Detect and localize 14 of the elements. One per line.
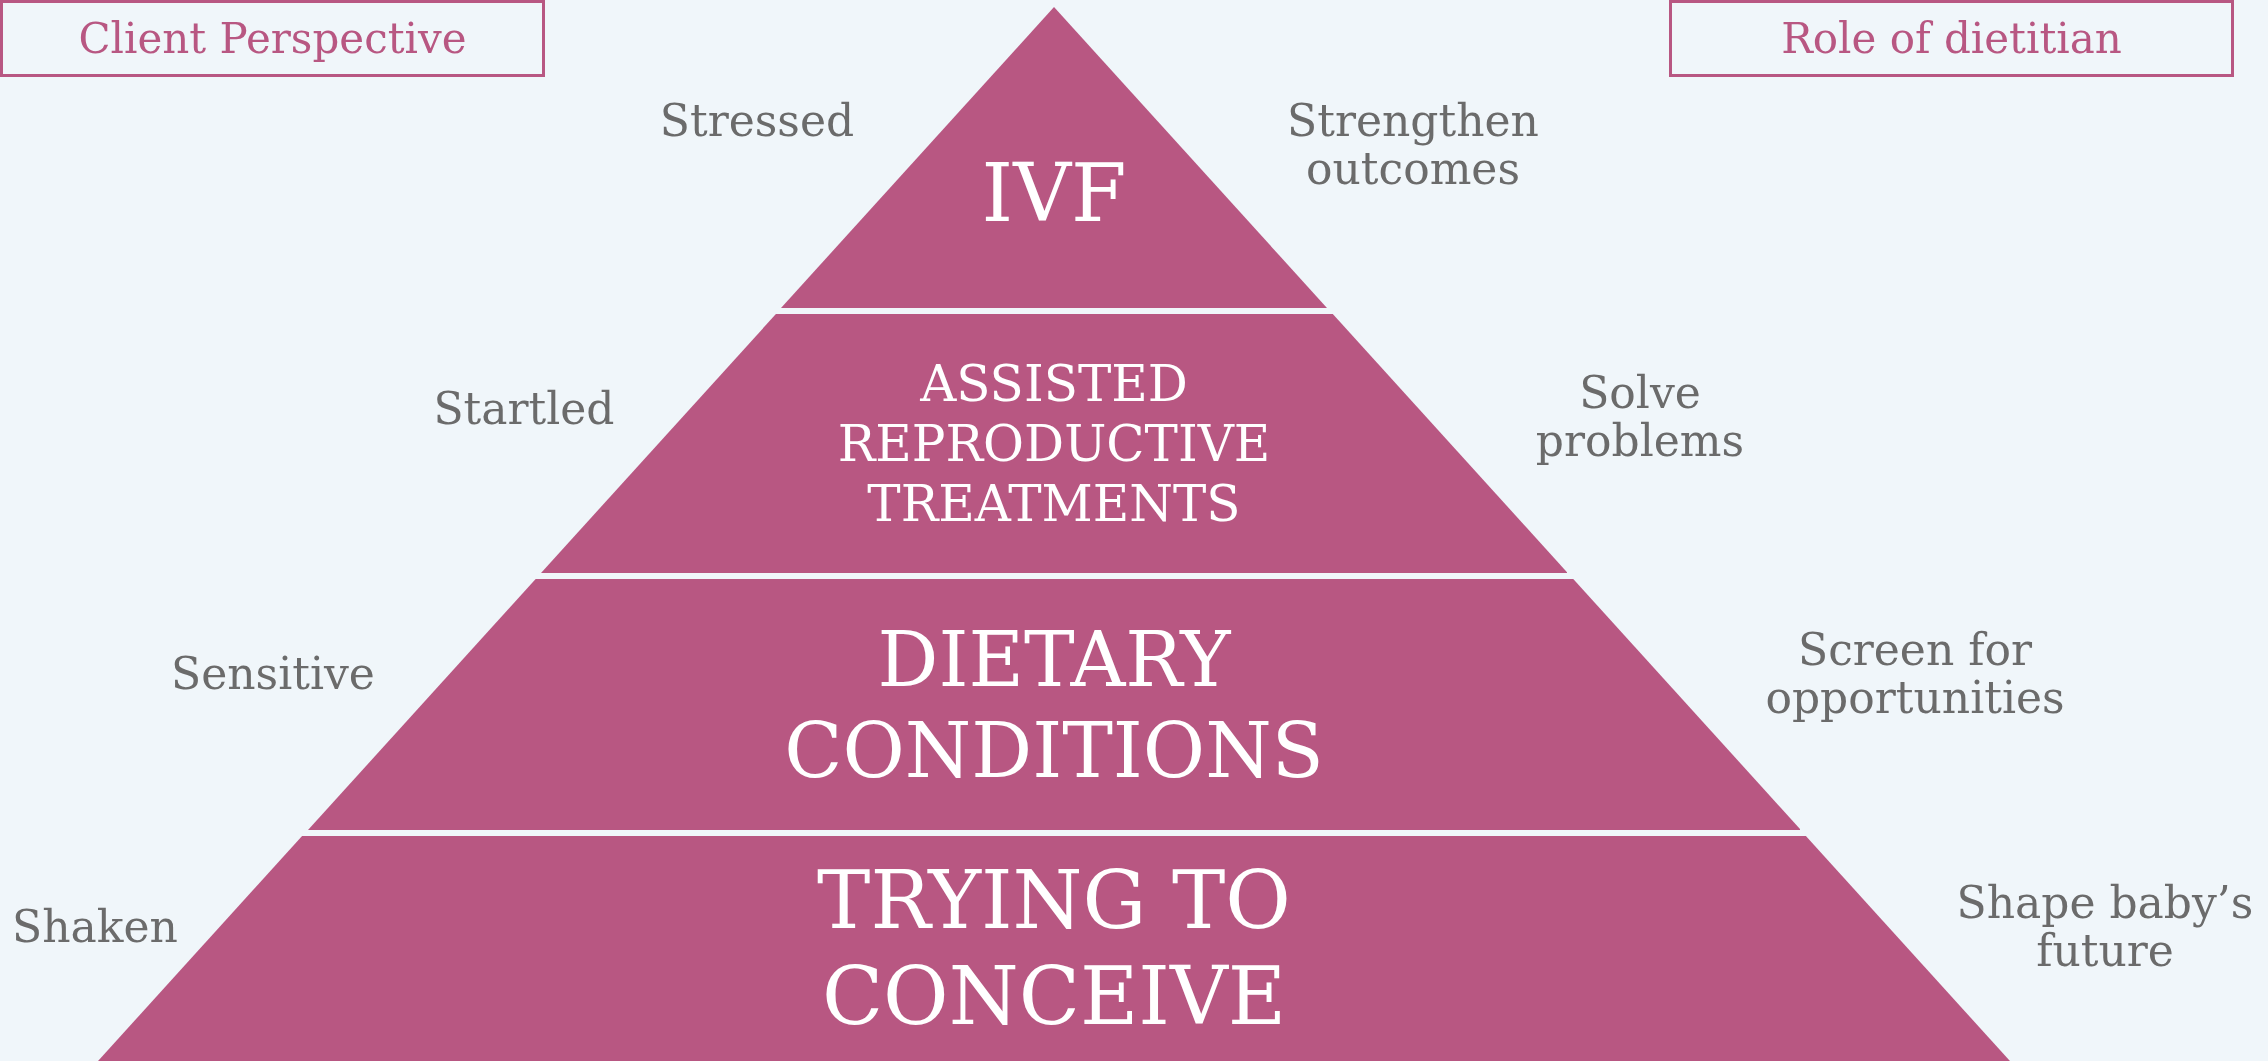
side-label: Solve problems — [1534, 368, 1746, 466]
heading-box: Role of dietitian — [1669, 0, 2234, 77]
tier-label: IVF — [980, 145, 1128, 242]
tier-label: ASSISTED REPRODUCTIVE TREATMENTS — [836, 353, 1272, 534]
tier-label: DIETARY CONDITIONS — [783, 613, 1325, 796]
side-label: Stressed — [658, 96, 856, 146]
side-label: Strengthen outcomes — [1286, 96, 1540, 194]
side-label: Sensitive — [170, 649, 376, 699]
tier-label: TRYING TO CONCEIVE — [816, 852, 1292, 1045]
side-label: Shape baby’s future — [1955, 878, 2255, 976]
side-label: Screen for opportunities — [1764, 625, 2066, 723]
heading-box: Client Perspective — [0, 0, 545, 77]
side-label: Shaken — [11, 902, 179, 952]
side-label: Startled — [432, 384, 616, 434]
